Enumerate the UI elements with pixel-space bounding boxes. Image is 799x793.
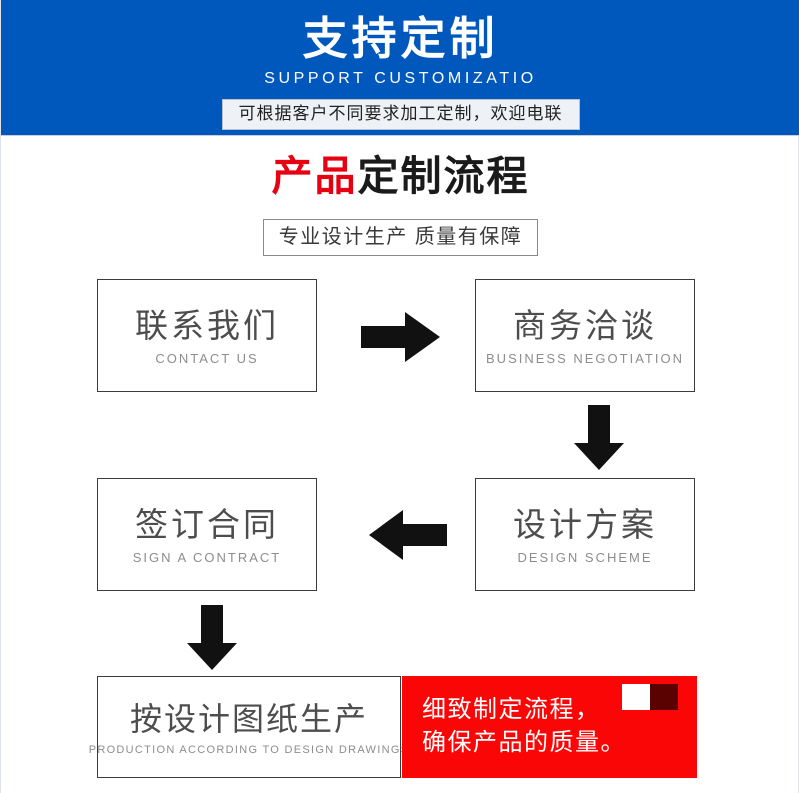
swatch-dark [650, 684, 678, 710]
section-subtitle-container: 专业设计生产 质量有保障 [1, 219, 799, 256]
flow-step-label-en: SIGN A CONTRACT [132, 549, 282, 565]
flow-step-label-cn: 按设计图纸生产 [129, 700, 368, 737]
note-line-2: 确保产品的质量。 [422, 729, 626, 756]
swatch-light [622, 684, 650, 710]
flow-step-label-en: CONTACT US [155, 350, 259, 366]
flow-step-label-cn: 签订合同 [135, 505, 279, 543]
banner-subtitle: SUPPORT CUSTOMIZATIO [264, 70, 537, 87]
section-title-red: 产品 [271, 153, 358, 199]
note-text: 细致制定流程， 确保产品的质量。 [422, 693, 626, 759]
arrow-down-icon [572, 405, 626, 471]
arrow-left-icon [368, 508, 448, 562]
flow-step-sign-a-contract: 签订合同 SIGN A CONTRACT [97, 478, 317, 591]
flow-step-label-en: DESIGN SCHEME [517, 549, 653, 565]
flow-step-production: 按设计图纸生产 PRODUCTION ACCORDING TO DESIGN D… [89, 676, 408, 778]
banner-pill-container: 可根据客户不同要求加工定制，欢迎电联 [1, 99, 799, 130]
flow-step-label-en: BUSINESS NEGOTIATION [486, 350, 684, 366]
swatch-decoration [622, 684, 678, 710]
section-title: 产品定制流程 [1, 150, 799, 202]
arrow-right-icon [361, 310, 441, 364]
flow-step-design-scheme: 设计方案 DESIGN SCHEME [475, 478, 695, 591]
flow-step-contact-us: 联系我们 CONTACT US [97, 279, 317, 392]
flow-step-label-cn: 设计方案 [513, 505, 657, 543]
flow-step-label-cn: 商务洽谈 [513, 306, 657, 344]
note-line-1: 细致制定流程， [422, 696, 601, 723]
flow-step-label-cn: 联系我们 [135, 306, 279, 344]
section-title-black: 定制流程 [357, 153, 530, 199]
flow-step-business-negotiation: 商务洽谈 BUSINESS NEGOTIATION [475, 279, 695, 392]
header-banner: 支持定制 SUPPORT CUSTOMIZATIO 可根据客户不同要求加工定制，… [1, 0, 799, 136]
arrow-down-icon [185, 605, 239, 671]
note-callout: 细致制定流程， 确保产品的质量。 [402, 676, 697, 778]
section-subtitle: 专业设计生产 质量有保障 [262, 219, 539, 256]
banner-pill: 可根据客户不同要求加工定制，欢迎电联 [221, 99, 580, 130]
flow-step-label-en: PRODUCTION ACCORDING TO DESIGN DRAWINGS [88, 743, 410, 756]
banner-title: 支持定制 [302, 13, 499, 64]
